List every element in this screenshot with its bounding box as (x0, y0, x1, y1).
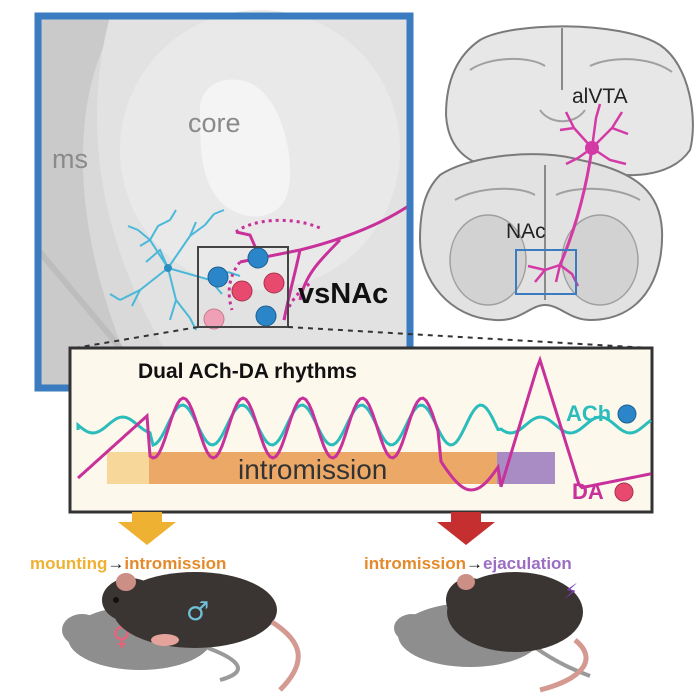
male-mouse-paw (151, 634, 179, 646)
front-cortex-lines (454, 187, 641, 201)
female-mouse-head-2 (394, 614, 430, 642)
intromission-bar (149, 452, 497, 484)
da-sphere-legend (614, 482, 634, 502)
ejaculation-mice: ⚡ (394, 572, 591, 693)
ach-sphere-2 (207, 266, 229, 288)
female-mouse-head (62, 614, 102, 646)
zoom-box (197, 246, 289, 328)
male-mouse-ear (116, 573, 136, 591)
transition-left-from: mounting (30, 554, 107, 573)
transition-right: intromission→ejaculation (364, 554, 572, 573)
da-sphere-1 (231, 280, 253, 302)
vta-projection-neuron (527, 103, 629, 287)
nac-label: NAc (506, 220, 546, 243)
male-mouse-head (102, 578, 158, 622)
down-arrow-left (118, 512, 176, 545)
nac-zoom-panel: core ms (34, 10, 414, 392)
ach-sphere-1 (247, 247, 269, 269)
transition-right-arrow: → (466, 554, 483, 573)
da-sphere-3 (203, 308, 225, 330)
nac-box (515, 249, 577, 295)
lightning-icon: ⚡ (564, 579, 578, 603)
transition-left: mounting→intromission (30, 554, 226, 573)
rear-ventricles (539, 109, 586, 123)
ach-label: ACh (566, 401, 611, 426)
ach-sphere-3 (255, 305, 277, 327)
ms-label: ms (52, 144, 88, 174)
male-mouse-tail (270, 619, 301, 692)
zoom-line-left (74, 326, 199, 349)
da-sphere-2 (263, 272, 285, 294)
male-symbol: ♂ (186, 597, 209, 627)
male-mouse-eye (113, 597, 119, 603)
mounting-mice: ♀ ♂ (62, 572, 301, 692)
da-label: DA (572, 479, 604, 504)
brain-sections: alVTA NAc (418, 25, 694, 322)
interneuron-soma (164, 264, 172, 272)
male-mouse-tail-2 (539, 638, 589, 693)
alvta-label: alVTA (572, 85, 628, 108)
ach-sphere-legend (617, 404, 637, 424)
axon-varicosities (227, 218, 321, 321)
da-trace (76, 355, 652, 492)
left-striatum (449, 214, 527, 306)
down-arrow-right (437, 512, 495, 545)
transition-left-arrow: → (107, 554, 124, 573)
intromission-bar-label: intromission (238, 454, 387, 485)
release-spheres (203, 247, 285, 330)
male-mouse-ear-2 (457, 574, 475, 590)
transition-left-to: intromission (124, 554, 226, 573)
female-mouse-tail-2 (534, 646, 591, 678)
rhythm-title: Dual ACh-DA rhythms (138, 360, 357, 383)
core-region (200, 79, 291, 217)
vta-soma (585, 141, 599, 155)
medial-septum-region (38, 16, 140, 388)
transition-right-to: ejaculation (483, 554, 572, 573)
rhythm-panel: Dual ACh-DA rhythms intromission ACh DA (68, 346, 654, 514)
male-mouse-head-2 (446, 578, 494, 622)
vsnac-label: vsNAc (298, 278, 388, 310)
female-mouse-tail (207, 646, 240, 682)
rear-cortex-lines (469, 58, 673, 73)
core-label: core (188, 108, 241, 138)
transition-right-from: intromission (364, 554, 466, 573)
zoom-line-right (287, 326, 651, 349)
pre-phase-bar (107, 452, 149, 484)
coronal-section-rear (444, 25, 694, 177)
